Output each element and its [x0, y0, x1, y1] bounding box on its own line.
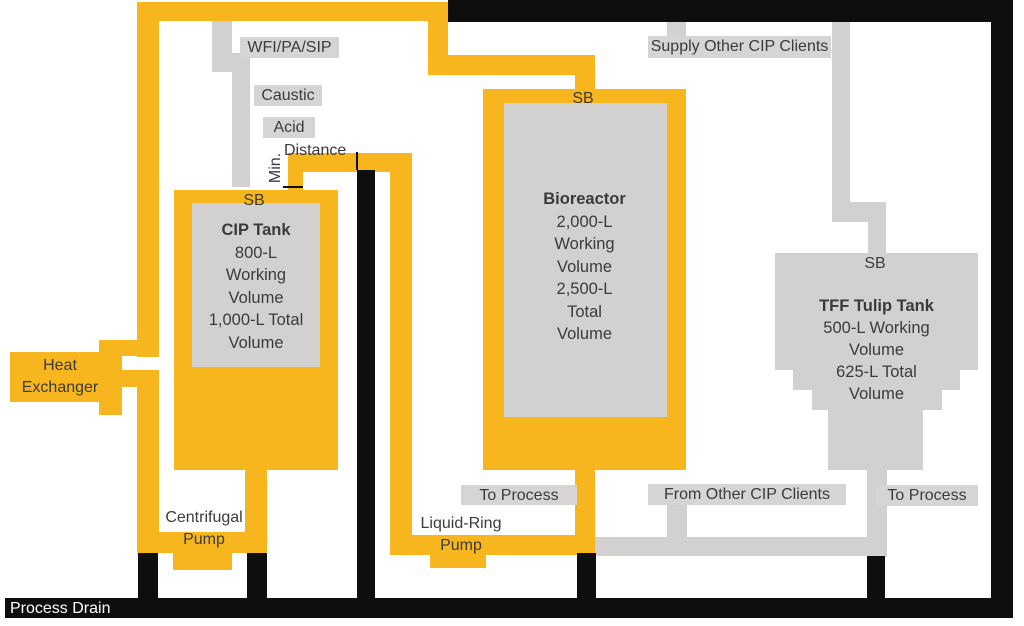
sb-label-cip-tank: SB [243, 192, 265, 209]
tff-tank-step-2 [812, 390, 942, 410]
tff-tank-text: TFF Tulip Tank 500-L Working Volume 625-… [775, 295, 978, 405]
caustic-label: Caustic [254, 85, 322, 106]
liquid-ring-pump-label-line1: Liquid-Ring [420, 515, 502, 532]
heat-exchanger-stub-top [122, 340, 138, 356]
drain-pipe-bioreactor [577, 553, 596, 600]
from-other-cip-pipe-horizontal [595, 537, 886, 556]
heat-exchanger-label-line2: Exchanger [21, 379, 99, 396]
tff-supply-pipe-drop [868, 202, 886, 253]
heat-exchanger-stub-bottom [122, 370, 138, 387]
tff-tank-top [775, 253, 978, 370]
heat-exchanger-box [10, 352, 110, 402]
liquid-ring-suction-pipe-vertical [390, 153, 412, 555]
min-distance-line-vertical [356, 152, 358, 170]
liquid-ring-pump-body [430, 555, 486, 568]
bioreactor-line: Volume [556, 325, 613, 343]
bioreactor-feed-drop [575, 75, 595, 89]
cip-tank-text: CIP Tank 800-L Working Volume 1,000-L To… [174, 219, 338, 354]
tff-tank-line: Volume [848, 341, 905, 359]
liquid-ring-pump-label-line2: Pump [440, 537, 482, 554]
cip-tank-line: 800-L [234, 243, 278, 262]
centrifugal-pump-pipe [155, 532, 267, 553]
cip-loop-top-pipe [137, 2, 448, 21]
centrifugal-pump-body [173, 553, 232, 570]
bioreactor-line: Total [567, 302, 602, 321]
bioreactor-line: Working [554, 235, 615, 253]
process-drain-label: Process Drain [10, 600, 111, 617]
wfi-pa-sip-label: WFI/PA/SIP [240, 37, 339, 58]
heat-exchanger-label-line1: Heat [43, 357, 77, 374]
tff-tank-line: 500-L Working [823, 319, 930, 337]
bioreactor-line: 2,000-L [556, 212, 613, 231]
bioreactor-text: Bioreactor 2,000-L Working Volume 2,500-… [483, 188, 686, 346]
min-distance-line-horizontal [283, 186, 303, 188]
distance-label: Distance [284, 142, 347, 159]
cip-tank-outlet-pipe [245, 470, 267, 533]
drain-pipe-cip-loop [357, 170, 375, 600]
cip-tank-line: 1,000-L Total [208, 311, 304, 329]
centrifugal-pump-label-line1: Centrifugal [165, 509, 243, 526]
cip-tank-title: CIP Tank [221, 221, 291, 239]
min-label: Min. [267, 152, 284, 184]
cip-loop-left-pipe-lower [137, 370, 159, 553]
centrifugal-pump-label-line2: Pump [183, 531, 225, 548]
supply-other-cip-pipe-stub [667, 19, 686, 40]
tff-tank-step-3 [828, 410, 923, 470]
tff-tank-title: TFF Tulip Tank [819, 297, 934, 315]
cip-supply-elbow-pipe [288, 153, 410, 172]
cip-loop-left-pipe-upper [137, 2, 159, 357]
tff-supply-pipe-vertical [832, 22, 850, 222]
process-drain-bar [5, 598, 1013, 618]
drain-pipe-tff [867, 556, 885, 600]
liquid-ring-suction-pipe-horizontal [390, 535, 595, 555]
right-border-pipe [991, 0, 1013, 618]
bioreactor-title: Bioreactor [543, 190, 626, 208]
from-other-cip-label: From Other CIP Clients [648, 484, 846, 505]
liquid-ring-pump-label: Liquid-Ring Pump [400, 513, 522, 557]
bioreactor-chamber [504, 103, 667, 417]
top-border-pipe [448, 0, 1013, 22]
to-process-left-label: To Process [461, 485, 577, 505]
heat-exchanger-label: Heat Exchanger [10, 355, 110, 399]
cip-tank-chamber [192, 203, 320, 367]
centrifugal-pump-label: Centrifugal Pump [144, 507, 264, 551]
drain-pipe-cip-tank [247, 553, 267, 600]
from-other-cip-pipe-stub [667, 505, 687, 538]
tff-outlet-pipe [867, 470, 887, 557]
cip-tank-line: Volume [228, 288, 284, 307]
drain-pipe-heat-exchanger [138, 553, 158, 600]
tff-tank-line: Volume [848, 385, 905, 403]
bioreactor-outlet-pipe [575, 470, 595, 555]
supply-other-cip-label: Supply Other CIP Clients [648, 36, 831, 58]
acid-label: Acid [263, 117, 315, 138]
cip-tank-inlet-riser [288, 172, 303, 192]
heat-exchanger-bar [99, 340, 122, 415]
cip-tank-line: Working [225, 266, 287, 284]
sb-label-bioreactor: SB [572, 90, 594, 107]
wfi-supply-pipe-lower [232, 53, 250, 187]
tff-tank-step-1 [793, 370, 960, 390]
bioreactor-line: 2,500-L [556, 280, 613, 298]
tff-tank-line: 625-L Total [836, 363, 917, 381]
sb-label-tff-tank: SB [864, 255, 886, 272]
bioreactor-feed-pipe [428, 55, 595, 75]
bioreactor-line: Volume [556, 257, 613, 276]
cip-tank-line: Volume [228, 333, 284, 352]
to-process-right-label: To Process [876, 485, 978, 506]
